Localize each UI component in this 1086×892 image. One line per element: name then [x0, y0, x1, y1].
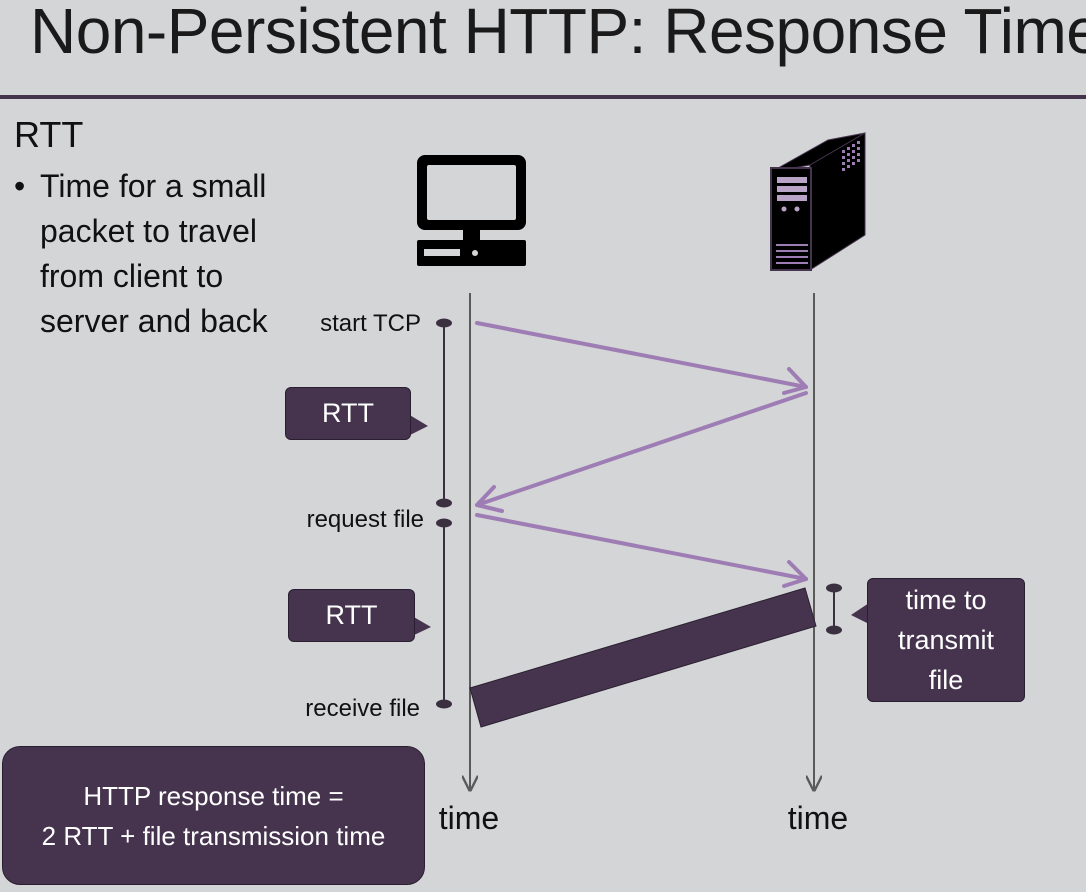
rtt-interval-2	[436, 518, 452, 709]
rtt-callout-2: RTT	[288, 589, 415, 642]
section-heading: RTT	[14, 114, 84, 155]
summary-box: HTTP response time = 2 RTT + file transm…	[2, 746, 425, 885]
rtt-callout-tail-2	[412, 616, 431, 636]
file-transmission-band	[469, 587, 817, 728]
rtt-interval-1	[436, 318, 452, 508]
tcp-syn-arrow	[475, 321, 808, 395]
server-time-label: time	[788, 800, 848, 836]
rtt-callout-2-text: RTT	[325, 600, 378, 630]
http-request-arrow	[475, 513, 808, 588]
rtt-callout-1-text: RTT	[322, 398, 374, 428]
transmit-interval	[826, 583, 842, 635]
summary-line-1: HTTP response time =	[83, 780, 344, 811]
desktop-computer-icon	[417, 155, 526, 266]
client-time-label: time	[439, 800, 499, 836]
label-start-tcp: start TCP	[320, 310, 421, 337]
bullet-item: • Time for a small packet to travel from…	[14, 164, 294, 344]
slide-title: Non-Persistent HTTP: Response Time	[30, 0, 1086, 67]
label-receive-file: receive file	[305, 695, 420, 722]
bullet-dot-icon: •	[14, 168, 26, 204]
transmit-callout-tail	[851, 603, 869, 624]
summary-line-2: 2 RTT + file transmission time	[41, 820, 386, 851]
rtt-callout-1: RTT	[285, 387, 411, 440]
tcp-synack-arrow	[475, 391, 808, 513]
transmit-callout: time to transmit file	[867, 578, 1025, 702]
server-tower-icon	[770, 132, 866, 271]
transmit-callout-text: time to transmit file	[897, 585, 995, 695]
rtt-callout-tail-1	[408, 414, 428, 436]
bullet-text: Time for a small packet to travel from c…	[40, 168, 268, 339]
title-divider	[0, 95, 1086, 99]
label-request-file: request file	[307, 506, 424, 533]
